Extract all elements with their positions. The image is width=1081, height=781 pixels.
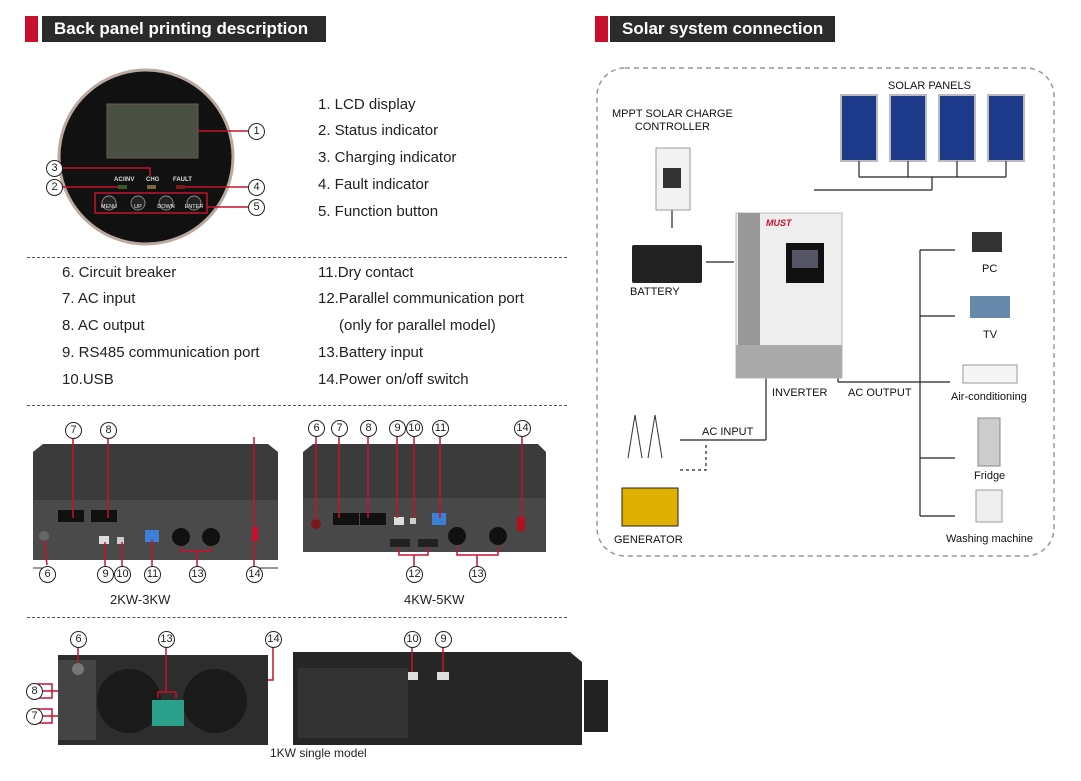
divider xyxy=(27,257,567,258)
callout-6: 6 xyxy=(70,631,87,648)
callout-13: 13 xyxy=(189,566,206,583)
inverter-label: INVERTER xyxy=(772,387,828,399)
callout-11: 11 xyxy=(144,566,161,583)
callout-6: 6 xyxy=(308,420,325,437)
callout-3: 3 xyxy=(46,160,63,177)
list-item: 7. AC input xyxy=(62,290,136,307)
list-item: 12.Parallel communication port xyxy=(318,290,524,307)
list-item: 9. RS485 communication port xyxy=(62,344,260,361)
callout-14: 14 xyxy=(246,566,263,583)
callout-9: 9 xyxy=(389,420,406,437)
lcd-label-ac-inv: AC/INV xyxy=(114,177,135,183)
solar-panels-label: SOLAR PANELS xyxy=(888,80,971,92)
list-item: 5. Function button xyxy=(318,203,439,220)
callout-11: 11 xyxy=(432,420,449,437)
callout-14: 14 xyxy=(265,631,282,648)
model-label-2-3kw: 2KW-3KW xyxy=(110,592,171,607)
callout-5: 5 xyxy=(248,199,265,216)
list-item: 11.Dry contact xyxy=(318,264,414,281)
down-button[interactable]: DOWN xyxy=(157,204,175,210)
callout-7: 7 xyxy=(331,420,348,437)
callout-7: 7 xyxy=(65,422,82,439)
model-label-4-5kw: 4KW-5KW xyxy=(404,592,465,607)
callout-10: 10 xyxy=(114,566,131,583)
callout-8: 8 xyxy=(26,683,43,700)
up-button[interactable]: UP xyxy=(134,204,142,210)
callout-8: 8 xyxy=(360,420,377,437)
ac-input-label: AC INPUT xyxy=(702,426,754,438)
callout-9: 9 xyxy=(97,566,114,583)
list-item: 3. Charging indicator xyxy=(318,149,457,166)
callout-12: 12 xyxy=(406,566,423,583)
callout-13: 13 xyxy=(158,631,175,648)
callout-1: 1 xyxy=(248,123,265,140)
list-item: 14.Power on/off switch xyxy=(318,371,469,388)
callout-8: 8 xyxy=(100,422,117,439)
callout-14: 14 xyxy=(514,420,531,437)
load-tv: TV xyxy=(983,329,998,341)
generator-label: GENERATOR xyxy=(614,534,683,546)
list-item: 6. Circuit breaker xyxy=(62,264,177,281)
list-item: (only for parallel model) xyxy=(339,317,496,334)
list-item: 13.Battery input xyxy=(318,344,424,361)
callout-9: 9 xyxy=(435,631,452,648)
inverter-brand-logo: MUST xyxy=(766,218,792,228)
left-section-title: Back panel printing description xyxy=(42,16,326,42)
right-section-title: Solar system connection xyxy=(610,16,835,42)
callout-7: 7 xyxy=(26,708,43,725)
divider xyxy=(27,617,567,618)
load-pc: PC xyxy=(982,263,998,275)
divider xyxy=(27,405,567,406)
list-item: 2. Status indicator xyxy=(318,122,439,139)
controller-label: MPPT SOLAR CHARGE CONTROLLER xyxy=(612,108,733,133)
model-label-1kw: 1KW single model xyxy=(270,746,367,760)
callout-13: 13 xyxy=(469,566,486,583)
header-accent xyxy=(595,16,608,42)
callout-10: 10 xyxy=(406,420,423,437)
list-item: 4. Fault indicator xyxy=(318,176,429,193)
callout-6: 6 xyxy=(39,566,56,583)
load-air-conditioning: Air-conditioning xyxy=(951,391,1027,403)
lcd-label-fault: FAULT xyxy=(173,177,192,183)
enter-button[interactable]: ENTER xyxy=(184,204,204,210)
list-item: 8. AC output xyxy=(62,317,145,334)
load-fridge: Fridge xyxy=(974,470,1006,482)
ac-output-label: AC OUTPUT xyxy=(848,387,912,399)
callout-2: 2 xyxy=(46,179,63,196)
list-item: 1. LCD display xyxy=(318,96,416,113)
battery-label: BATTERY xyxy=(630,286,680,298)
callout-4: 4 xyxy=(248,179,265,196)
lcd-label-chg: CHG xyxy=(146,177,160,183)
menu-button[interactable]: MENU xyxy=(100,204,118,210)
list-item: 10.USB xyxy=(62,371,114,388)
load-washing-machine: Washing machine xyxy=(946,533,1034,545)
callout-10: 10 xyxy=(404,631,421,648)
header-accent xyxy=(25,16,38,42)
